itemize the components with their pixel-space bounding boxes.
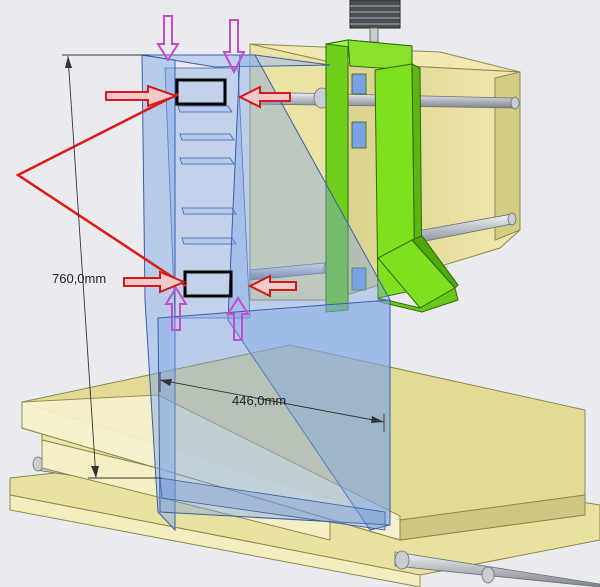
height-dimension-label: 760,0mm [52, 271, 107, 286]
gantry-side-plate-transparent [141, 54, 391, 532]
z-bracket-rib [411, 235, 459, 289]
pointer-lines [15, 92, 187, 288]
force-arrow-right-bottom [247, 274, 297, 298]
plate-inner-shelves [177, 105, 237, 245]
z-bracket-bottom [377, 287, 459, 313]
base-platform [9, 344, 600, 587]
base-lower-edge [9, 494, 421, 587]
plate-lower-block [157, 299, 391, 526]
plate-top-face [141, 54, 331, 68]
width-dimension-label: 446,0mm [232, 393, 287, 408]
highlight-box-top [175, 78, 227, 106]
plate-lower-front [159, 477, 386, 531]
beam-right-end [494, 71, 521, 241]
z-axis-carriage [325, 39, 459, 313]
dimension-width [159, 372, 385, 432]
base-rail-right [394, 550, 600, 587]
force-arrow-left-top [105, 84, 179, 108]
dimension-height [62, 54, 162, 479]
force-arrow-down-right [222, 19, 246, 75]
force-arrow-left-bottom [123, 270, 187, 294]
force-arrow-right-top [237, 85, 291, 109]
stepper-motor-icon [349, 0, 401, 43]
bed-front-strip [21, 394, 401, 541]
force-arrow-up-right [226, 296, 250, 341]
plate-inner-column [164, 67, 251, 319]
force-arrow-up-left [164, 286, 188, 331]
force-arrow-down-left [156, 15, 180, 62]
